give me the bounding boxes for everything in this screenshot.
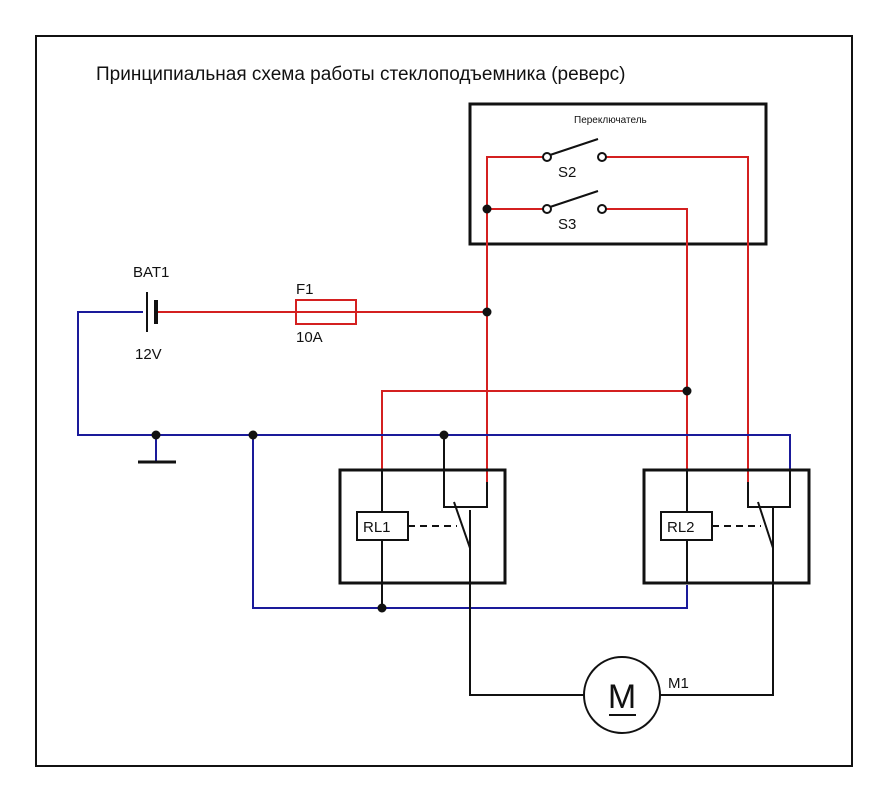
switch-s3-label: S3: [558, 216, 576, 233]
relay-rl1-label: RL1: [363, 519, 391, 536]
fuse-rating: 10A: [296, 329, 323, 346]
fuse-name: F1: [296, 281, 314, 298]
fuse-f1: F1 10A: [295, 281, 357, 346]
relay-rl2-contact: [757, 501, 774, 549]
switch-block-frame: [468, 102, 768, 246]
motor-symbol: M: [608, 678, 636, 716]
switch-block: Переключатель: [468, 102, 768, 246]
switch-block-label: Переключатель: [574, 115, 647, 126]
motor-body: [583, 656, 661, 734]
diagram-frame: [35, 35, 853, 767]
switch-s2-label: S2: [558, 164, 576, 181]
relay-rl1-frame: [338, 468, 507, 585]
diagram-title: Принципиальная схема работы стеклоподъем…: [96, 64, 626, 85]
relay-rl1-contact: [453, 501, 471, 549]
ground-wires: [77, 311, 791, 609]
motor-name: M1: [668, 675, 689, 692]
positive-wires: [156, 156, 749, 482]
battery-voltage: 12V: [135, 346, 162, 363]
relay-rl1-coil: [356, 511, 409, 541]
control-wires: [381, 435, 774, 696]
switch-s3: S3: [542, 190, 607, 233]
relay-rl2-frame: [642, 468, 811, 585]
switch-s2: S2: [542, 138, 607, 181]
battery-bat1: BAT1 12V: [133, 264, 169, 363]
battery-name: BAT1: [133, 264, 169, 281]
motor-m1: M M1: [583, 656, 689, 734]
relay-rl2: RL2: [642, 468, 811, 585]
junction-dots: [151, 204, 692, 613]
relay-rl1: RL1: [338, 468, 507, 585]
relay-rl2-label: RL2: [667, 519, 695, 536]
